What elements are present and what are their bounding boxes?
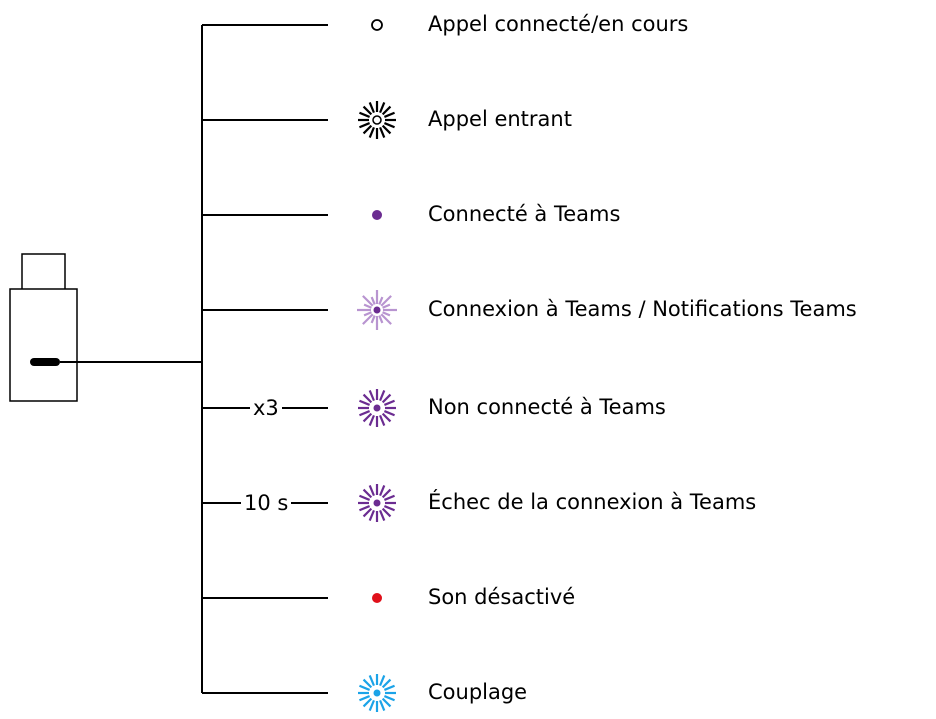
duration-tag-teams-connection-failed: 10 s bbox=[241, 491, 292, 515]
legend-label-teams-not-connected: Non connecté à Teams bbox=[428, 395, 666, 419]
legend-label-teams-connecting: Connexion à Teams / Notifications Teams bbox=[428, 297, 857, 321]
indicator-teams-not-connected-icon bbox=[358, 389, 396, 427]
indicator-teams-connection-failed-icon bbox=[358, 484, 396, 522]
indicator-muted-icon bbox=[372, 593, 382, 603]
legend-label-call-active: Appel connecté/en cours bbox=[428, 12, 689, 36]
indicator-call-active-icon bbox=[371, 19, 383, 31]
legend-label-muted: Son désactivé bbox=[428, 585, 576, 609]
usb-dongle-icon bbox=[9, 253, 78, 402]
indicator-incoming-call-icon bbox=[358, 101, 396, 139]
indicators bbox=[357, 19, 397, 712]
branch-lines bbox=[202, 24, 328, 694]
indicator-pairing-icon bbox=[358, 674, 396, 712]
legend-label-pairing: Couplage bbox=[428, 680, 528, 704]
indicator-teams-connecting-icon bbox=[357, 290, 397, 330]
duration-tag-teams-not-connected: x3 bbox=[250, 396, 282, 420]
legend-label-teams-connection-failed: Échec de la connexion à Teams bbox=[428, 490, 757, 514]
legend-label-teams-connected: Connecté à Teams bbox=[428, 202, 621, 226]
indicator-teams-connected-icon bbox=[372, 210, 382, 220]
legend-label-incoming-call: Appel entrant bbox=[428, 107, 572, 131]
